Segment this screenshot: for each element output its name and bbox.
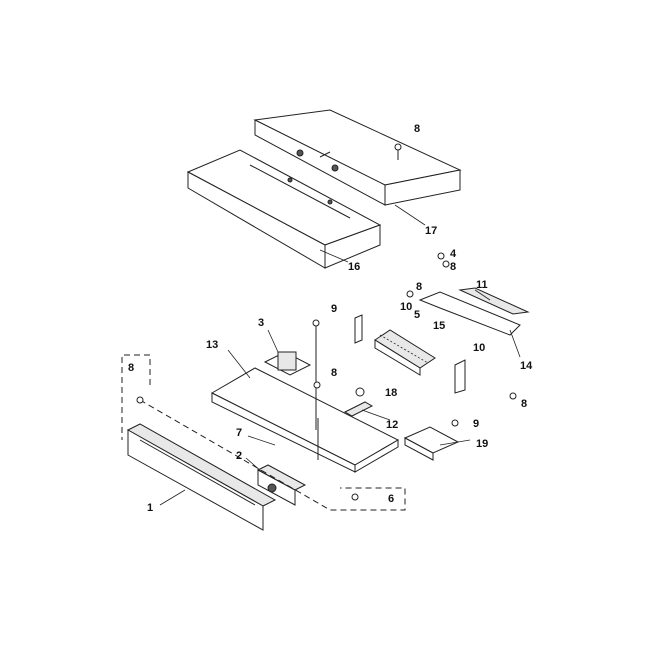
- part-10-bracket-right: [454, 359, 466, 394]
- part-11-bracket: [418, 287, 530, 336]
- assembly-outline-left: [121, 354, 151, 440]
- part-18-screw: [355, 387, 365, 397]
- callout-2: 2: [236, 450, 242, 462]
- assembly-outline-bottom: [139, 399, 406, 511]
- callout-8: 8: [450, 261, 456, 273]
- callout-8: 8: [331, 367, 337, 379]
- callout-16: 16: [348, 261, 360, 273]
- callout-13: 13: [206, 339, 218, 351]
- part-1-trim: [126, 423, 277, 531]
- callout-15: 15: [433, 320, 445, 332]
- callout-18: 18: [385, 387, 397, 399]
- part-5-fan: [374, 329, 436, 376]
- callout-4: 4: [450, 248, 457, 260]
- callout-19: 19: [476, 438, 488, 450]
- callout-8: 8: [128, 362, 134, 374]
- part-13-panel: [210, 367, 400, 473]
- part-2-control: [256, 464, 307, 506]
- part-12-terminal: [343, 401, 374, 417]
- screws: [136, 143, 517, 501]
- part-16-duct: [186, 149, 382, 269]
- callout-17: 17: [425, 225, 437, 237]
- part-17-top-cover: [253, 109, 462, 206]
- callout-14: 14: [520, 360, 533, 372]
- callout-6: 6: [388, 493, 394, 505]
- callout-10: 10: [473, 342, 485, 354]
- callout-8: 8: [416, 281, 422, 293]
- callout-11: 11: [476, 279, 488, 291]
- callout-12: 12: [386, 419, 398, 431]
- callout-8: 8: [414, 123, 420, 135]
- callout-1: 1: [147, 502, 153, 514]
- part-10-bracket-left: [354, 314, 363, 344]
- callout-3: 3: [258, 317, 264, 329]
- leader-lines: [159, 204, 521, 506]
- callout-7: 7: [236, 427, 242, 439]
- callout-5: 5: [414, 309, 420, 321]
- callout-9: 9: [473, 418, 479, 430]
- callout-10: 10: [400, 301, 412, 313]
- callout-9: 9: [331, 303, 337, 315]
- part-3-transformer: [263, 351, 312, 376]
- callout-labels: 8 17 4 8 8 11 16 9 3 10 5 15 13 10 8 8 1…: [128, 123, 533, 514]
- callout-8: 8: [521, 398, 527, 410]
